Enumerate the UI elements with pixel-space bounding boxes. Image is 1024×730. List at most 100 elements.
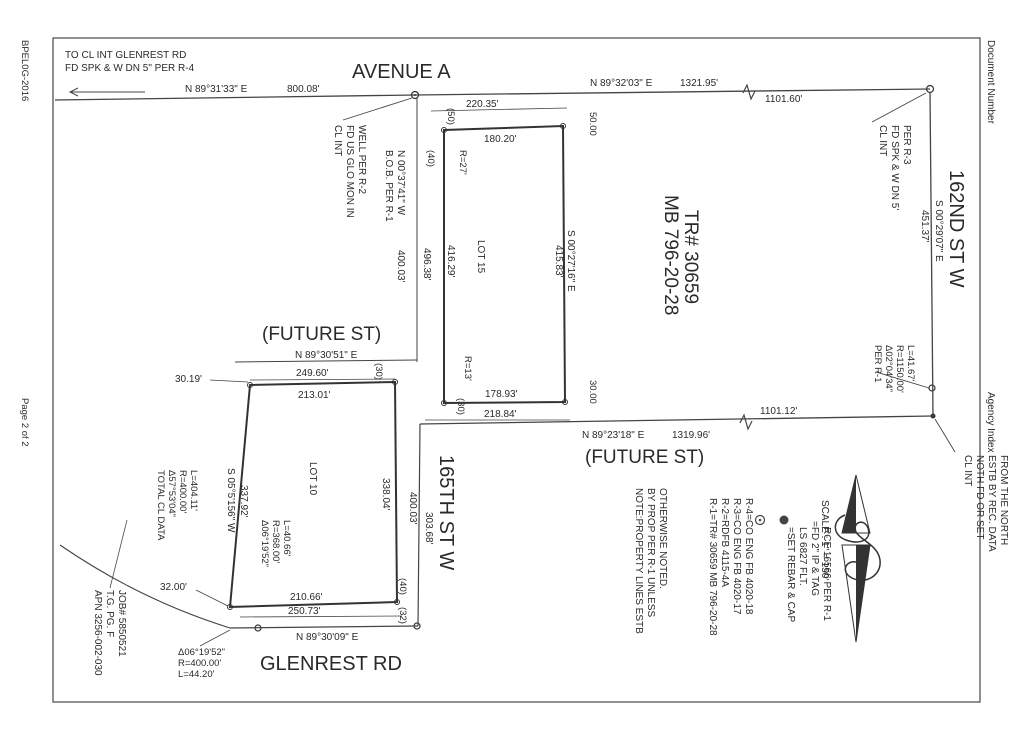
162nd-st-bearing: S 00°29'07" E — [933, 200, 944, 262]
future-st-1-bearing: N 89°30'51" E — [295, 350, 358, 361]
scale-label: SCALE : 1" = 150' — [819, 500, 830, 580]
lot-15-right-50: 50.00 — [587, 112, 598, 136]
future-st-1-3019: 30.19' — [175, 374, 202, 385]
lot-15-corner-se — [562, 399, 568, 405]
lot-10-corner-se — [394, 599, 400, 605]
lot-10-top-dist: 213.01' — [298, 390, 331, 401]
lot-10-left-dist: 337.92' — [238, 485, 249, 518]
fd-spk-text: FD SPK & W DN 5" PER R-4 — [65, 63, 195, 74]
sheet-border — [52, 37, 981, 703]
lot-15-left-inner-dist: 416.29' — [445, 245, 456, 278]
lot-15-right-bearing: S 00°27'16" E — [565, 230, 576, 292]
property-note: NOTE:PROPERTY LINES ESTB BY PROP PER R-1… — [633, 488, 668, 637]
future-st-1-label: (FUTURE ST) — [262, 324, 381, 345]
lot-10-boundary — [228, 380, 399, 609]
lot-10-right-outer-dist: 400.03' — [407, 492, 418, 525]
lot-15-top-outer — [430, 107, 568, 112]
agency-index-label: Agency Index — [985, 392, 996, 453]
lot-10-right-303: 303.68' — [423, 512, 434, 545]
cl-int-nw-note: CL INT FD US GLO MON IN WELL PER R-2 — [332, 125, 367, 221]
lot-15-top-inner-dist: 180.20' — [484, 134, 517, 145]
glenrest-label: GLENREST RD — [260, 653, 402, 675]
lot-15-paren-50: (50) — [445, 108, 456, 125]
cl-int-ne-leader — [871, 92, 927, 123]
north-arrow-icon — [834, 474, 881, 643]
glenrest-curve-data-leader — [199, 629, 231, 647]
references: R-1=TR# 30659 MB 796-20-28 R-2=RDFB 4115… — [707, 498, 754, 638]
glenrest-curve-leader — [109, 519, 128, 589]
future-st-1-centerline — [234, 359, 418, 363]
avenue-a-break — [742, 83, 756, 101]
lot-15-corner-nw — [441, 127, 447, 133]
avenue-a-distance-segment: 1101.60' — [765, 94, 802, 105]
future-st-2-label: (FUTURE ST) — [585, 447, 704, 468]
found-ip-icon — [754, 514, 766, 526]
lot-15-right-inner-dist: 415.83' — [553, 245, 564, 278]
glenrest-curve-data: Δ06°19'52" R=400.00' L=44.20' — [178, 647, 228, 680]
162nd-st-centerline — [929, 91, 934, 417]
per-r1-leader — [875, 371, 930, 389]
tract-number: TR# 30659 — [680, 210, 701, 304]
cl-int-se-leader — [934, 418, 956, 453]
glenrest-bearing: N 89°30'09" E — [296, 632, 359, 643]
set-rebar-icon — [779, 515, 789, 525]
lot-10-paren-40: (40) — [397, 578, 408, 595]
apn-block: APN 3256-002-030 T.G. PG. F JOB# 5850521 — [92, 590, 127, 678]
margin-code: BPEL0G-2016 — [19, 40, 30, 101]
lot-15-paren-30: (30) — [455, 398, 466, 415]
future-st-2-distance: 1319.96' — [672, 430, 710, 441]
future-st-1-3019-leader — [209, 379, 249, 383]
future-st-2-distance-segment: 1101.12' — [760, 406, 797, 417]
west-arrow-head — [68, 87, 79, 97]
lot-15-label: LOT 15 — [475, 240, 486, 274]
lot-10-paren-32: (32) — [397, 607, 408, 624]
lot-15-paren-40: (40) — [425, 150, 436, 167]
lot-15-top-outer-dist: 220.35' — [466, 99, 499, 110]
page-number: Page 2 of 2 — [19, 398, 30, 447]
avenue-a-centerline-east — [414, 88, 931, 96]
glenrest-curve — [59, 544, 231, 629]
to-cl-int-text: TO CL INT GLENREST RD — [65, 50, 186, 61]
lot-10-bottom-outer — [239, 615, 403, 618]
avenue-a-bearing-west: N 89°31'33" E — [185, 84, 248, 95]
total-cl-data: TOTAL CL DATA Δ57°53'04" R=400.00' L=404… — [155, 470, 199, 543]
cl-int-nw-leader — [342, 97, 413, 121]
165th-st-centerline — [417, 423, 421, 627]
future-st-2-break — [739, 413, 753, 431]
lot-15-corner-ne — [560, 123, 566, 129]
monument-nw-icon-dot — [414, 94, 416, 96]
lot-10-3200-leader — [195, 589, 229, 607]
avenue-a-distance-west: 800.08' — [287, 84, 320, 95]
future-st-2-centerline — [419, 415, 934, 425]
lot-10-right-dist: 338.04' — [380, 478, 391, 511]
lot-10-corner-sw — [227, 604, 233, 610]
document-number-label: Document Number — [985, 40, 996, 125]
west-line-bearing: N 00°37'41" W — [395, 150, 406, 216]
lot-10-bottom-dist: 210.66' — [290, 592, 323, 603]
lot-10-corner-ne — [392, 379, 398, 385]
lot-10-left-bearing: S 05°5'156" W — [225, 468, 236, 533]
162nd-st-distance: 451.37' — [919, 210, 930, 243]
avenue-a-centerline — [54, 94, 416, 101]
west-line-bob: B.O.B. PER R-1 — [383, 150, 394, 222]
legend: =SET REBAR & CAP LS 6827 FLT. =FD 2" IP … — [785, 521, 832, 625]
165th-st-label: 165TH ST W — [435, 455, 457, 570]
162nd-st-label: 162ND ST W — [945, 170, 967, 288]
future-st-1-dim-line — [249, 378, 396, 381]
lot-15-left-outer-dist: 496.38' — [421, 248, 432, 281]
future-st-1-paren-30: (30) — [373, 363, 384, 380]
lot-15-bottom-outer-dist: 218.84' — [484, 409, 517, 420]
lot-10-label: LOT 10 — [307, 462, 318, 496]
lot-10-3200: 32.00' — [160, 582, 187, 593]
lot-15-bottom-inner-dist: 178.93' — [485, 389, 518, 400]
lot-15-radius-top: R=27' — [457, 150, 468, 175]
avenue-a-bearing-east: N 89°32'03" E — [590, 78, 653, 89]
future-st-1-2496: 249.60' — [296, 368, 329, 379]
lot-15-boundary — [443, 124, 567, 405]
monument-se-icon — [928, 384, 936, 392]
avenue-a-distance-east: 1321.95' — [680, 78, 718, 89]
found-ip-icon-dot — [758, 518, 762, 522]
future-st-2-bearing: N 89°23'18" E — [582, 430, 645, 441]
lot-10-bottom-outer-dist: 250.73' — [288, 606, 321, 617]
